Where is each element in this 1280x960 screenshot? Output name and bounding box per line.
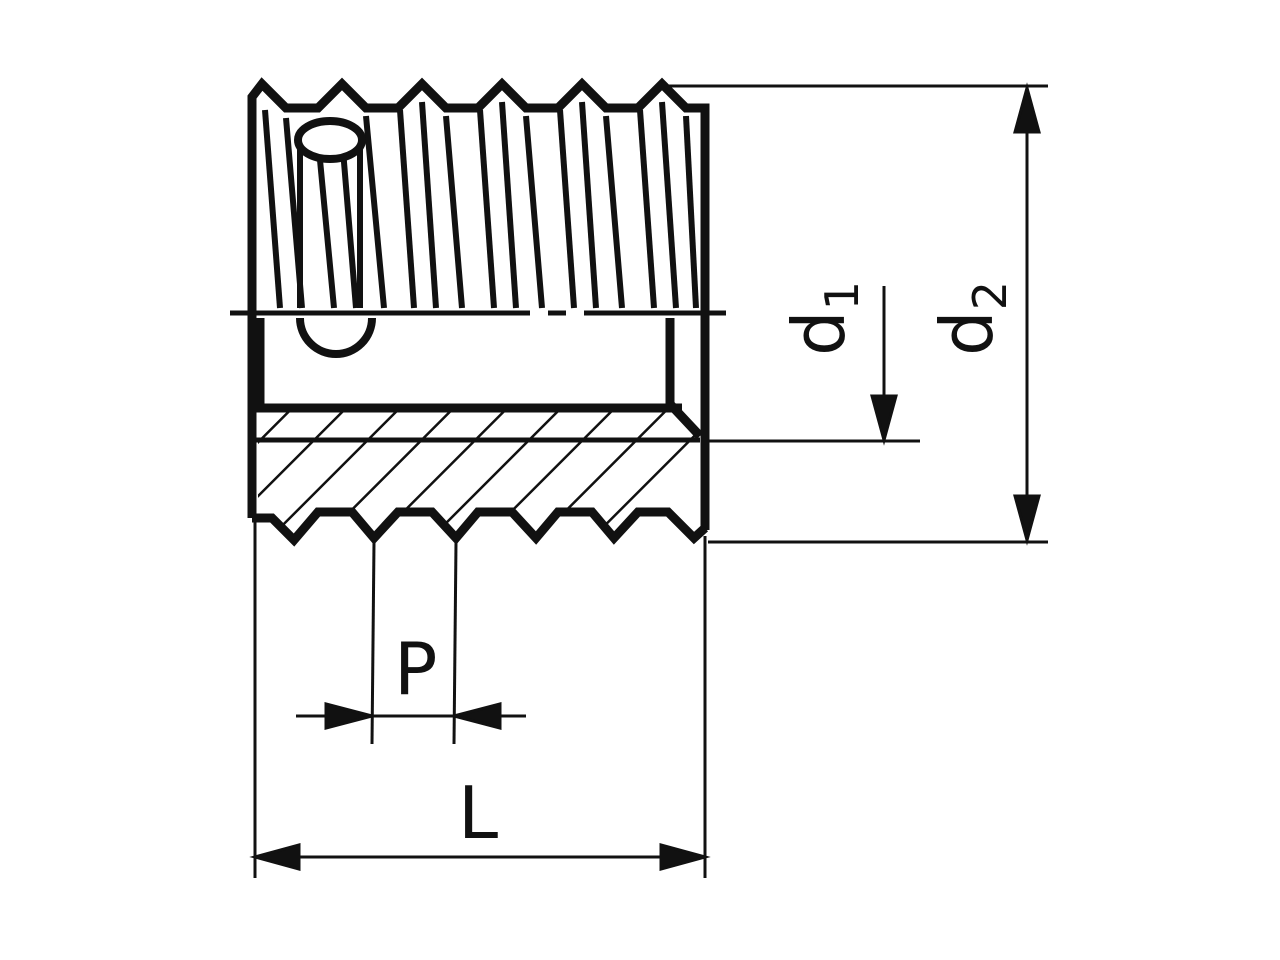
label-l: L (458, 771, 498, 855)
dimension-l (249, 520, 711, 878)
outer-thread-profile-top (247, 77, 710, 530)
svg-text:d2: d2 (925, 281, 1017, 356)
label-d2: d2 (925, 281, 1017, 356)
label-p: P (394, 627, 437, 711)
slot-bottom-arc (296, 317, 376, 358)
dimension-p (296, 541, 526, 745)
outer-thread-profile-bottom (252, 507, 709, 547)
dimension-d1 (704, 286, 920, 446)
dimension-d2 (668, 82, 1048, 546)
thread-lines (262, 101, 699, 309)
section-hatch (258, 412, 700, 540)
svg-text:d1: d1 (777, 281, 869, 356)
slot-top-ellipse (294, 117, 366, 163)
label-d1: d1 (777, 281, 869, 356)
